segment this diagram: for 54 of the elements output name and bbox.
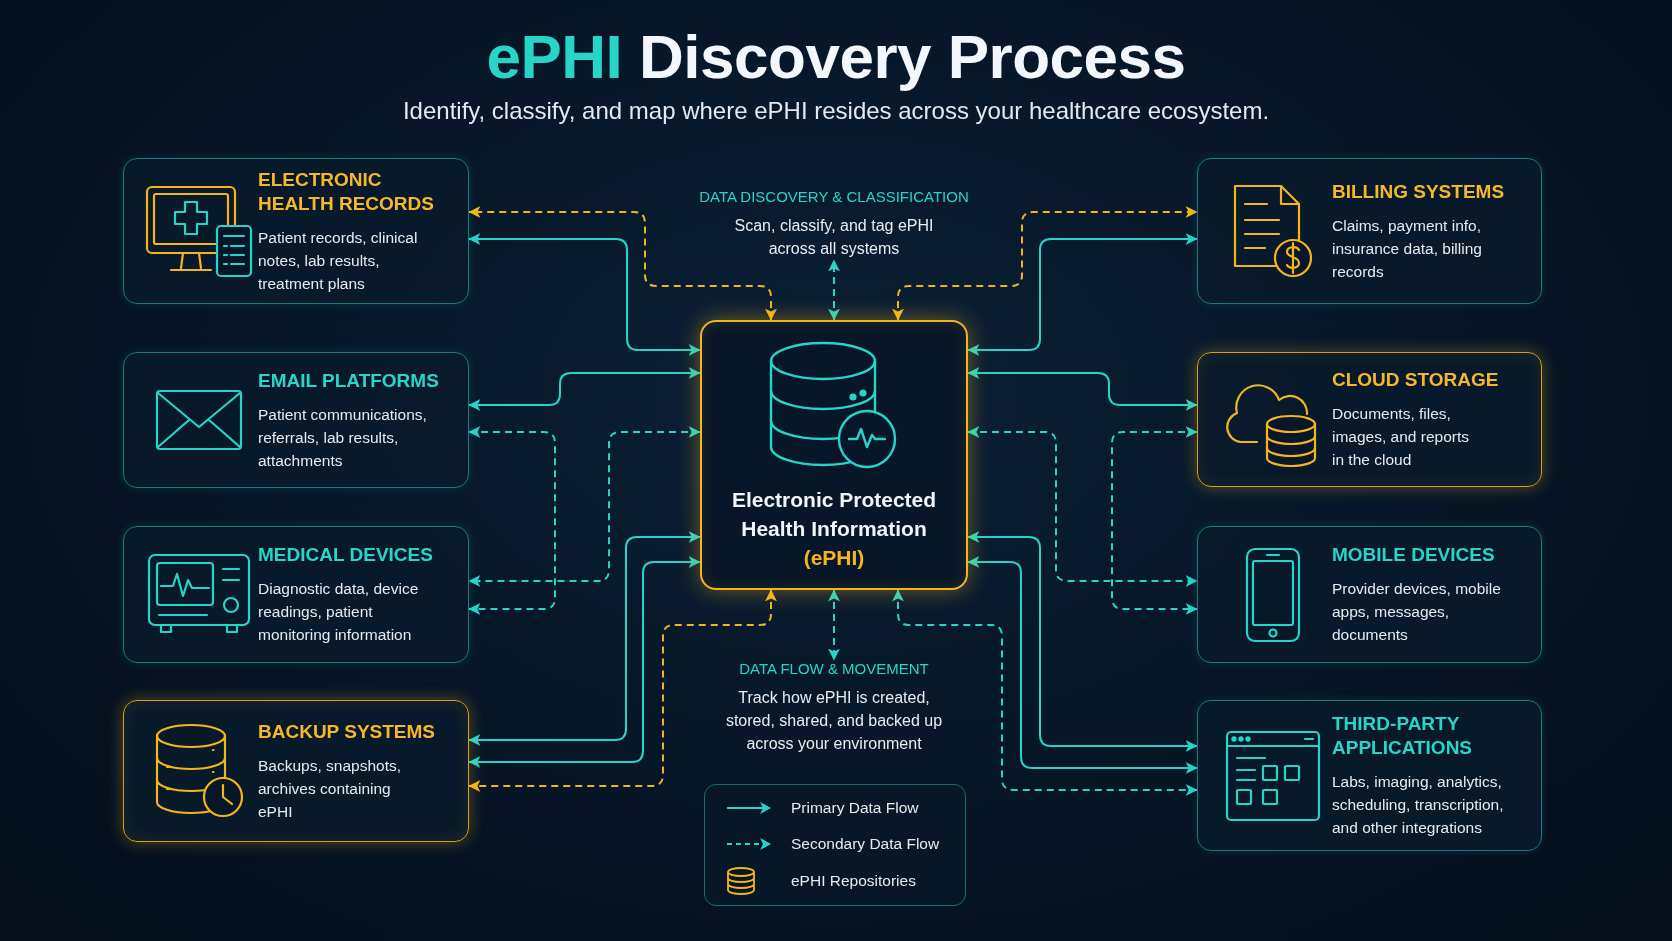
card-title: MOBILE DEVICES <box>1332 543 1495 567</box>
card-title: MEDICAL DEVICES <box>258 543 433 567</box>
primary-flow-arrow <box>967 367 1198 411</box>
secondary-flow-arrow <box>1111 426 1198 615</box>
primary-flow-arrow <box>967 556 1198 774</box>
card-description: Provider devices, mobile apps, messages, documents <box>1332 579 1502 645</box>
secondary-flow-arrow <box>468 206 777 321</box>
secondary-flow-arrow <box>892 206 1198 321</box>
section-description: Scan, classify, and tag ePHI across all systems <box>733 216 935 259</box>
secondary-flow-arrow <box>967 426 1198 587</box>
secondary-flow-arrow <box>468 426 701 587</box>
card-description: Backups, snapshots, archives containing ePHI <box>258 755 403 822</box>
repository-card <box>123 526 469 663</box>
section-heading: DATA DISCOVERY & CLASSIFICATION <box>699 188 969 206</box>
legend-label: Secondary Data Flow <box>791 834 940 854</box>
page-title: ePHI Discovery Process <box>486 22 1186 92</box>
secondary-flow-arrow <box>892 589 1198 796</box>
card-title: BACKUP SYSTEMS <box>258 719 435 744</box>
central-hub-panel <box>700 320 968 590</box>
card-description: Diagnostic data, device readings, patient monitoring information <box>258 579 420 645</box>
page-subtitle: Identify, classify, and map where ePHI resides across your healthcare ecosystem. <box>402 96 1270 126</box>
primary-flow-arrow <box>468 233 701 356</box>
repository-card <box>123 352 469 488</box>
repository-card <box>1197 352 1542 487</box>
section-heading: DATA FLOW & MOVEMENT <box>739 660 929 678</box>
repository-card <box>1197 700 1542 851</box>
card-description: Patient communications, referrals, lab results, attachments <box>258 404 428 471</box>
legend-label: ePHI Repositories <box>791 871 916 891</box>
card-title: ELECTRONIC HEALTH RECORDS <box>258 167 435 216</box>
primary-flow-arrow <box>468 367 701 411</box>
secondary-flow-arrow <box>828 589 840 661</box>
repository-card <box>1197 526 1542 663</box>
primary-flow-arrow <box>468 556 701 768</box>
secondary-flow-arrow <box>468 589 777 792</box>
card-description: Claims, payment info, insurance data, billing records <box>1332 215 1483 282</box>
hub-acronym: (ePHI) <box>803 544 865 571</box>
card-title: CLOUD STORAGE <box>1332 368 1499 392</box>
card-title: EMAIL PLATFORMS <box>258 368 439 393</box>
card-description: Documents, files, images, and reports in the cloud <box>1332 404 1470 470</box>
card-description: Patient records, clinical notes, lab results, treatment plans <box>258 227 419 294</box>
primary-flow-arrow <box>967 531 1198 752</box>
primary-flow-arrow <box>967 233 1198 356</box>
hub-heading: Electronic Protected Health Information <box>730 486 938 542</box>
card-title: THIRD-PARTY APPLICATIONS <box>1332 712 1474 760</box>
section-description: Track how ePHI is created, stored, shared, and backed up across your environment <box>724 688 944 754</box>
card-title: BILLING SYSTEMS <box>1332 179 1505 204</box>
card-description: Labs, imaging, analytics, scheduling, transcription, and other integrations <box>1332 772 1505 838</box>
secondary-flow-arrow <box>828 259 840 321</box>
primary-flow-arrow <box>468 531 701 746</box>
repository-card <box>123 700 469 842</box>
repository-card <box>123 158 469 304</box>
legend-label: Primary Data Flow <box>791 798 919 818</box>
secondary-flow-arrow <box>468 426 556 615</box>
repository-card <box>1197 158 1542 304</box>
